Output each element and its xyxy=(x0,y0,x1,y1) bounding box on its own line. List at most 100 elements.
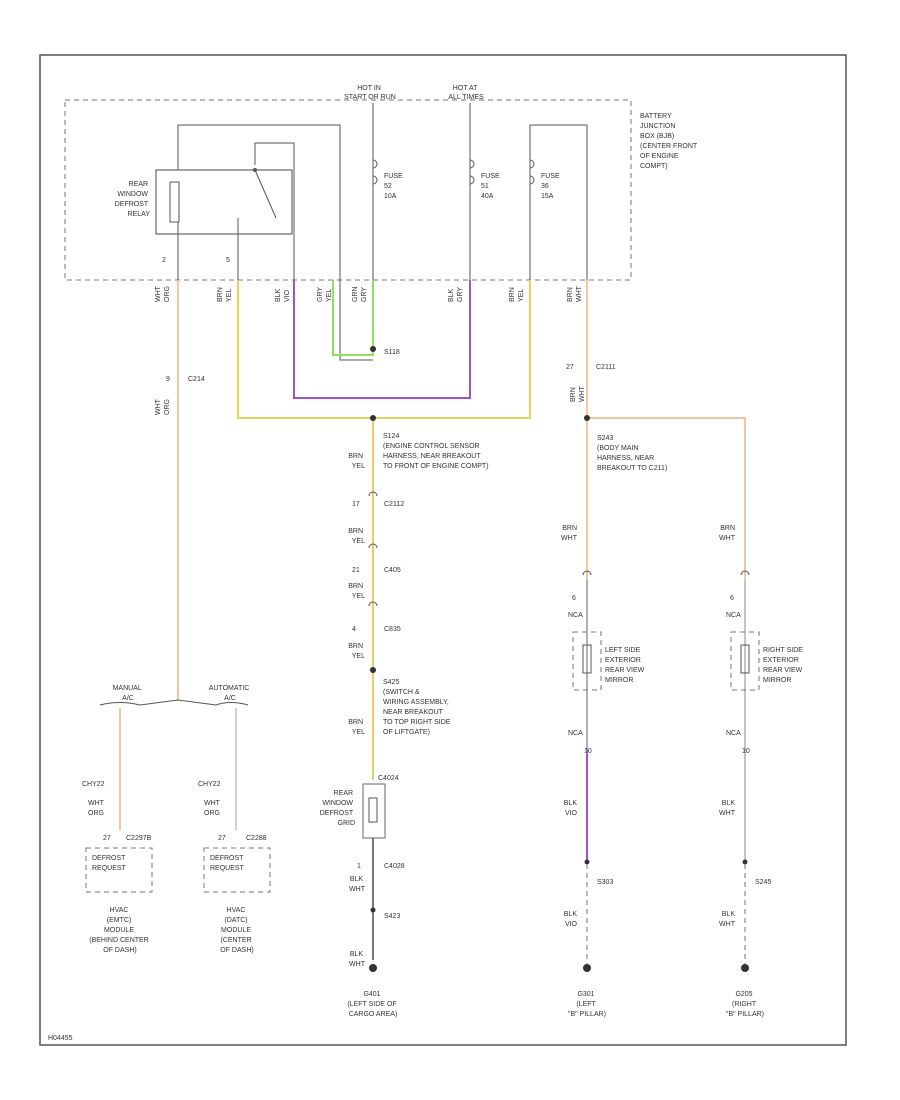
s245-splice-dot xyxy=(742,859,748,865)
wire-tag-wht-org-2b: ORG xyxy=(164,399,171,415)
defrost-grid-element xyxy=(368,797,378,823)
left-mirror-heater-element xyxy=(582,644,592,674)
rear-window-defrost-grid xyxy=(362,783,386,839)
hvac-left-pin: 27 xyxy=(103,835,111,842)
c2111-pin: 27 xyxy=(566,364,574,371)
relay-switch-contact xyxy=(254,169,277,219)
relay-coil-feed-wire xyxy=(177,124,373,361)
right-mirror-pin-bottom: 10 xyxy=(742,748,750,755)
c2111-label: C2111 xyxy=(596,364,616,371)
wire-tag: GRY xyxy=(457,287,464,302)
c4024-label: C4024 xyxy=(378,775,399,782)
c214-label: C214 xyxy=(188,376,205,383)
connector-symbol xyxy=(368,543,378,549)
s303-splice-dot xyxy=(584,859,590,865)
wire-tag: YEL xyxy=(518,289,525,302)
relay-coil xyxy=(169,181,180,223)
wire-tag-brn-yel-c: BRN YEL xyxy=(348,643,365,660)
wire-tag: WHT xyxy=(576,285,583,302)
wire-tag: YEL xyxy=(326,289,333,302)
relay-label: REAR WINDOW DEFROST RELAY xyxy=(115,181,151,218)
connector-symbol xyxy=(368,491,378,497)
wire-tag: BLK xyxy=(275,288,282,302)
s118-label: S118 xyxy=(384,349,400,356)
hot-run-label: HOT IN START OR RUN xyxy=(344,85,396,101)
relay-pin-2: 2 xyxy=(162,257,166,264)
c2112-pin: 17 xyxy=(352,501,360,508)
relay-pin-5: 5 xyxy=(226,257,230,264)
s423-splice-dot xyxy=(370,907,376,913)
wire-tag: WHT xyxy=(155,285,162,302)
g301-label: G301 (LEFT "B" PILLAR) xyxy=(568,991,606,1018)
s124-label: S124 (ENGINE CONTROL SENSOR HARNESS, NEA… xyxy=(383,433,489,470)
bjb-label: BATTERY JUNCTION BOX (BJB) (CENTER FRONT… xyxy=(640,113,699,170)
c405-pin: 21 xyxy=(352,567,360,574)
c835-label: C835 xyxy=(384,626,401,633)
s118-splice-dot xyxy=(370,346,376,352)
s243-label: S243 (BODY MAIN HARNESS, NEAR BREAKOUT T… xyxy=(597,435,667,472)
hvac-right-connector: C2288 xyxy=(246,835,267,842)
s124-wire-tag: BRN YEL xyxy=(348,453,365,470)
rear-window-defrost-relay xyxy=(155,169,293,235)
connector-symbol xyxy=(368,601,378,607)
g205-ground-dot xyxy=(741,964,749,972)
wire-tag: ORG xyxy=(164,286,171,302)
battery-junction-box xyxy=(64,99,632,281)
wire-grn-gry-fuse52 xyxy=(332,280,374,356)
wire-blk-vio-relay xyxy=(293,280,471,399)
wire-tag: BLK xyxy=(448,288,455,302)
s243-splice-dot xyxy=(584,415,590,421)
s425-splice-dot xyxy=(370,667,376,673)
g301-ground-dot xyxy=(583,964,591,972)
right-mirror-nca-top: NCA xyxy=(726,612,741,619)
wire-tag: BRN xyxy=(567,287,574,302)
wire-tag-brn-yel-b: BRN YEL xyxy=(348,583,365,600)
c4028-pin: 1 xyxy=(357,863,361,870)
c214-pin: 9 xyxy=(166,376,170,383)
wire-brn-yel-relay xyxy=(237,280,373,419)
wire-tag-brn-yel-d: BRN YEL xyxy=(348,719,365,736)
wire-tag: VIO xyxy=(284,289,291,302)
rwdg-label: REAR WINDOW DEFROST GRID xyxy=(320,790,355,827)
left-mirror-pin-top: 6 xyxy=(572,595,576,602)
connector-symbol xyxy=(740,570,750,576)
wire-tag: GRY xyxy=(361,287,368,302)
relay-switch-pivot xyxy=(253,168,257,172)
wire-brn-yel-fuse36 xyxy=(373,280,531,419)
right-mirror-heater-box xyxy=(730,631,760,691)
c405-label: C405 xyxy=(384,567,401,574)
g205-label: G205 (RIGHT "B" PILLAR) xyxy=(726,991,764,1018)
left-mirror-label: LEFT SIDE EXTERIOR REAR VIEW MIRROR xyxy=(605,647,646,684)
c4028-label: C4028 xyxy=(384,863,405,870)
hvac-left-circuit: CHY22 xyxy=(82,781,105,788)
s425-label: S425 (SWITCH & WIRING ASSEMBLY, NEAR BRE… xyxy=(383,679,452,736)
wire-tag: GRN xyxy=(352,286,359,302)
manual-auto-split xyxy=(99,699,249,706)
hvac-right-module-label: HVAC (DATC) MODULE (CENTER OF DASH) xyxy=(220,907,253,954)
diagram-frame xyxy=(39,54,847,1046)
wire-tag-brn-yel-a: BRN YEL xyxy=(348,528,365,545)
wire-tag-row: WHT ORG BRN YEL BLK VIO GRY YEL GRN GRY … xyxy=(155,285,583,302)
wire-tag-wht-org-2a: WHT xyxy=(155,398,162,415)
s303-label: S303 xyxy=(597,879,613,886)
left-mirror-nca-bottom: NCA xyxy=(568,730,583,737)
right-mirror-label: RIGHT SIDE EXTERIOR REAR VIEW MIRROR xyxy=(763,647,805,684)
diagram-id: H04455 xyxy=(48,1035,73,1042)
c2112-label: C2112 xyxy=(384,501,404,508)
defrost-request-box-automatic xyxy=(203,847,271,893)
c835-pin: 4 xyxy=(352,626,356,633)
right-mirror-heater-element xyxy=(740,644,750,674)
hvac-right-circuit: CHY22 xyxy=(198,781,221,788)
